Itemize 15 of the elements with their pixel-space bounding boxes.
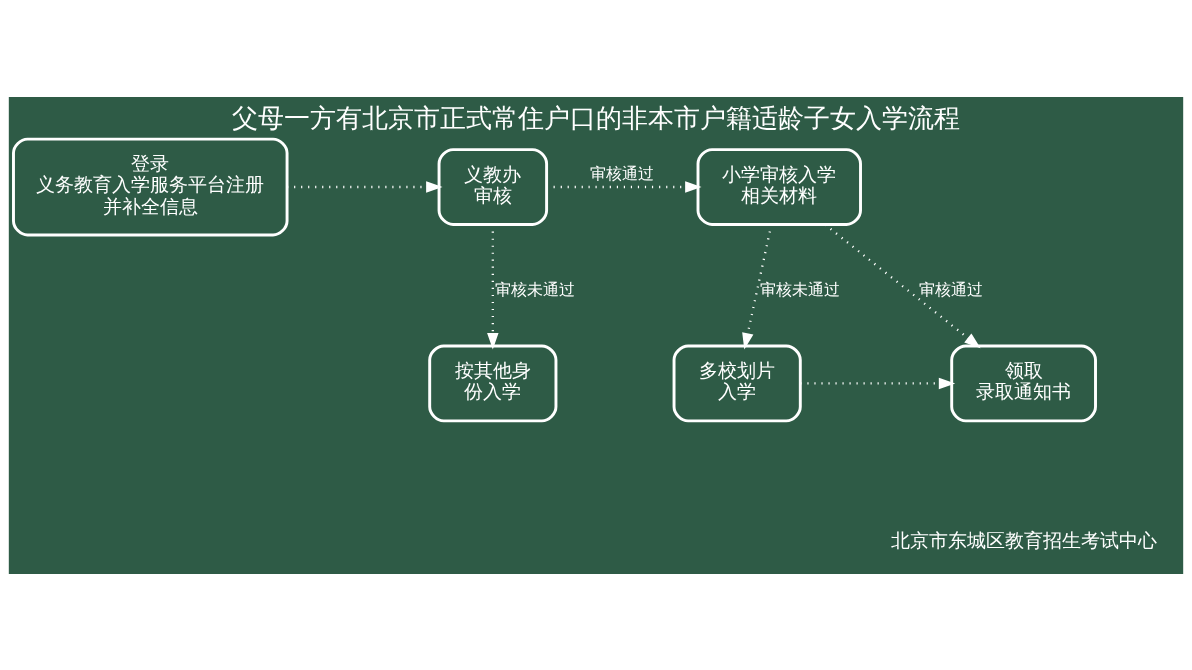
node-box: 登录义务教育入学服务平台注册并补全信息 xyxy=(12,137,289,236)
diagram-title: 父母一方有北京市正式常住户口的非本市户籍适龄子女入学流程 xyxy=(232,102,960,133)
arrow xyxy=(824,223,981,348)
edge-label: 审核未通过 xyxy=(494,279,575,299)
node-box: 小学审核入学相关材料 xyxy=(696,147,862,226)
node-box: 领取录取通知书 xyxy=(950,344,1097,422)
edge-label: 审核未通过 xyxy=(760,279,841,299)
arrow xyxy=(800,377,956,389)
node-box: 义教办审核 xyxy=(437,147,549,226)
label: 北京市东城区教育招生考试中心 xyxy=(890,529,1157,551)
edge-label: 审核通过 xyxy=(590,163,655,183)
edge-label: 审核通过 xyxy=(919,279,984,299)
node-box: 多校划片入学 xyxy=(672,344,802,422)
node-box: 按其他身份入学 xyxy=(428,344,558,422)
arrow xyxy=(287,180,443,193)
